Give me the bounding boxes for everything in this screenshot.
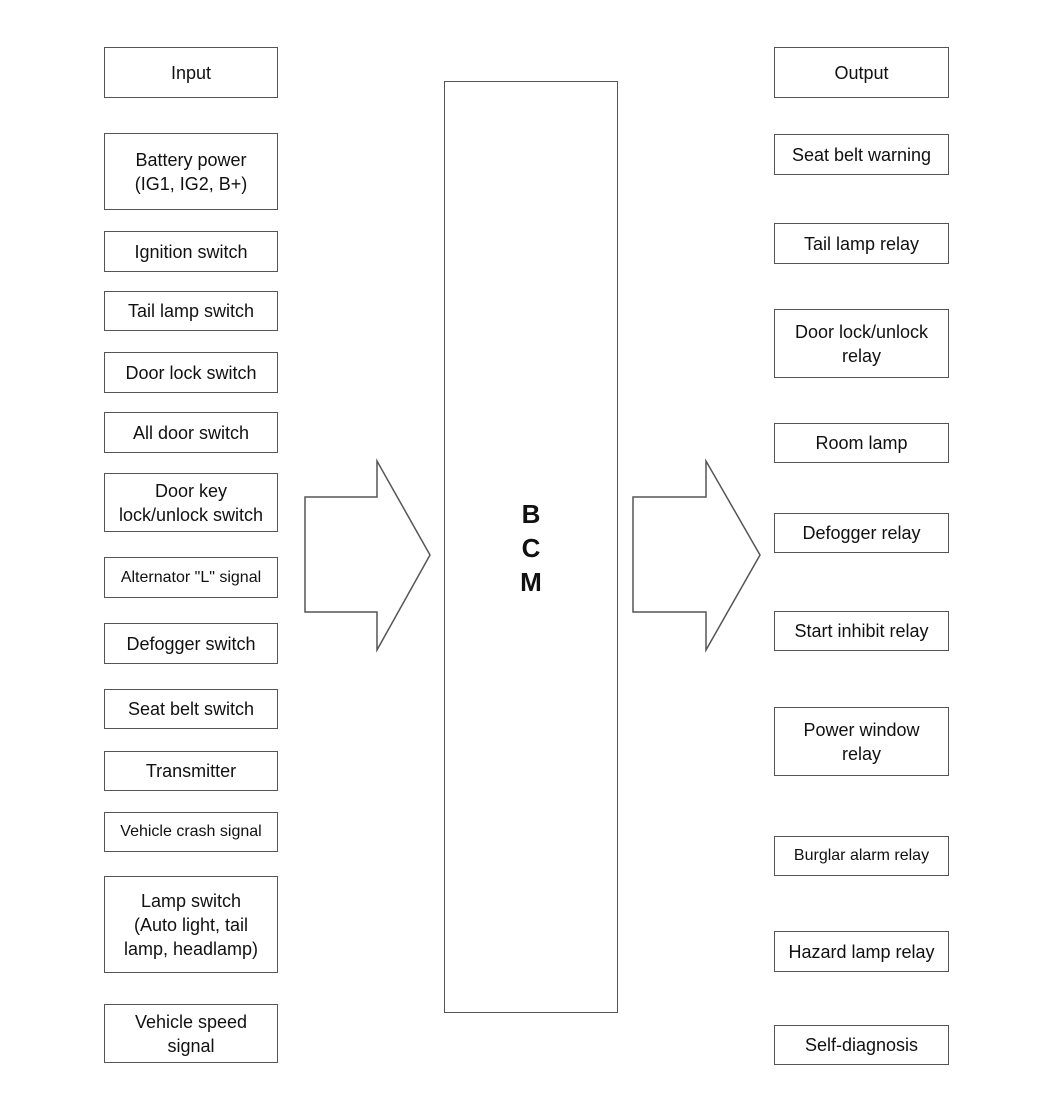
input-all-door-switch: All door switch (104, 412, 278, 453)
output-seat-belt-warning: Seat belt warning (774, 134, 949, 175)
input-transmitter: Transmitter (104, 751, 278, 791)
input-arrow (304, 458, 431, 653)
output-self-diagnosis: Self-diagnosis (774, 1025, 949, 1065)
input-ignition-switch: Ignition switch (104, 231, 278, 272)
output-header: Output (774, 47, 949, 98)
input-defogger-switch: Defogger switch (104, 623, 278, 664)
output-burglar-alarm-relay: Burglar alarm relay (774, 836, 949, 876)
input-header: Input (104, 47, 278, 98)
input-tail-lamp-switch: Tail lamp switch (104, 291, 278, 331)
output-start-inhibit-relay: Start inhibit relay (774, 611, 949, 651)
output-power-window-relay: Power window relay (774, 707, 949, 776)
bcm-label: B C M (520, 499, 542, 597)
input-lamp-switch: Lamp switch (Auto light, tail lamp, head… (104, 876, 278, 973)
input-seat-belt-switch: Seat belt switch (104, 689, 278, 729)
output-room-lamp: Room lamp (774, 423, 949, 463)
input-battery-power: Battery power (IG1, IG2, B+) (104, 133, 278, 210)
input-alternator-signal: Alternator "L" signal (104, 557, 278, 598)
output-door-lock-relay: Door lock/unlock relay (774, 309, 949, 378)
input-vehicle-crash-signal: Vehicle crash signal (104, 812, 278, 852)
input-door-key-switch: Door key lock/unlock switch (104, 473, 278, 532)
output-defogger-relay: Defogger relay (774, 513, 949, 553)
output-tail-lamp-relay: Tail lamp relay (774, 223, 949, 264)
input-door-lock-switch: Door lock switch (104, 352, 278, 393)
input-vehicle-speed-signal: Vehicle speed signal (104, 1004, 278, 1063)
output-arrow (632, 458, 761, 653)
output-hazard-lamp-relay: Hazard lamp relay (774, 931, 949, 972)
bcm-block: B C M (444, 81, 618, 1013)
